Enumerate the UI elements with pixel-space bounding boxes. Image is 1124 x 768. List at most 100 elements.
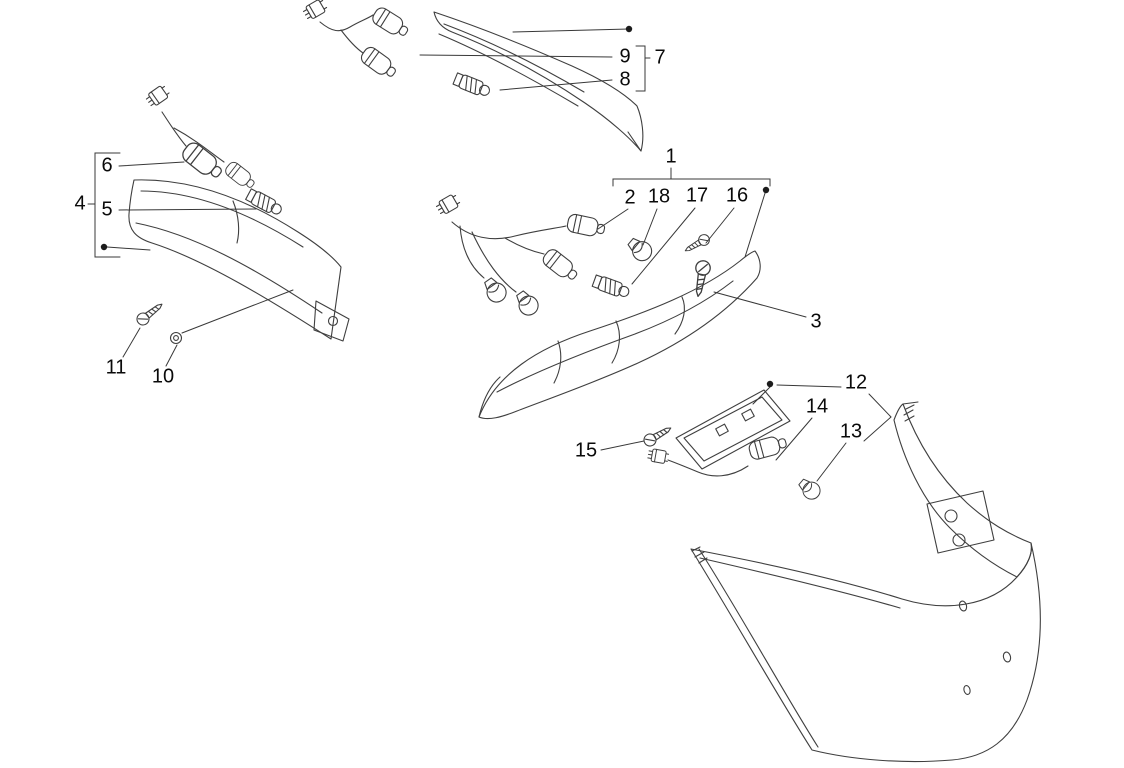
lens-line: [478, 376, 501, 418]
rear-fender: [690, 401, 1041, 763]
top-light-bar-assembly: [301, 0, 644, 152]
lamp-lens: [128, 179, 342, 340]
leader-line: [499, 79, 613, 91]
left-light-assembly: [128, 83, 350, 345]
wire-connector-icon: [301, 0, 329, 22]
screw-icon: [641, 422, 675, 449]
fender-arm: [893, 403, 1032, 578]
callout-1: 1: [665, 145, 677, 168]
lens-line: [140, 190, 304, 248]
leader-line: [419, 54, 613, 58]
callout-15: 15: [574, 439, 598, 462]
leader-line: [752, 386, 771, 405]
callout-leaders: [87, 25, 892, 482]
screw-icon: [682, 232, 712, 256]
callout-4: 4: [74, 192, 86, 215]
screw-icon: [690, 258, 713, 299]
fender-line: [699, 557, 901, 609]
wire: [471, 231, 517, 293]
callout-6: 6: [101, 154, 113, 177]
fender-arm-cap: [902, 401, 919, 405]
lens-line: [135, 222, 323, 314]
leader-dot: [100, 243, 108, 251]
screw-bulb-icon: [591, 273, 632, 301]
bulb-icon: [369, 4, 412, 41]
license-light-bracket-assembly: [641, 389, 825, 504]
group-bracket: [94, 152, 121, 258]
mount-hole: [327, 315, 339, 327]
lens-line: [443, 23, 585, 93]
callout-8: 8: [619, 68, 631, 91]
mount-hole: [944, 509, 958, 523]
callout-13: 13: [839, 420, 863, 443]
bracket-plate: [675, 389, 791, 470]
mount-tab: [313, 300, 350, 342]
screw-icon: [134, 298, 167, 328]
leader-line: [816, 442, 847, 482]
bulb-icon: [795, 474, 825, 504]
plate-hole: [741, 408, 755, 422]
leader-line: [600, 440, 645, 451]
leader-line: [118, 208, 257, 211]
washer-icon: [169, 331, 183, 345]
mount-plate: [926, 490, 995, 554]
leader-dot: [625, 25, 633, 33]
bulb-holder-icon: [747, 433, 789, 462]
wire: [340, 29, 364, 54]
leader-line: [512, 28, 630, 33]
callout-2: 2: [624, 186, 636, 209]
leader-line: [744, 189, 767, 258]
fender-body: [690, 542, 1041, 763]
hatch-lines: [691, 546, 708, 564]
fender-hole: [1002, 651, 1012, 663]
leader-line: [642, 208, 658, 246]
lens-line: [496, 280, 734, 393]
leader-line: [181, 289, 294, 334]
group-bracket: [863, 393, 892, 442]
leader-line: [165, 344, 178, 367]
leader-line: [775, 417, 813, 461]
wire: [667, 459, 749, 477]
hatch-lines: [903, 404, 915, 422]
bulb-icon: [623, 233, 657, 266]
plate-hole: [715, 423, 729, 437]
leader-line: [631, 207, 696, 285]
fender-line: [698, 548, 819, 748]
wire: [173, 127, 225, 163]
callout-18: 18: [647, 185, 671, 208]
bulb-icon: [511, 287, 543, 320]
wire: [319, 14, 374, 32]
center-tail-lamp-assembly: [434, 192, 761, 420]
lens-line: [553, 340, 562, 384]
callout-12: 12: [844, 371, 868, 394]
leader-dot: [762, 186, 770, 194]
bulb-icon: [479, 274, 511, 307]
mount-hole: [952, 533, 966, 547]
leader-dot: [766, 380, 774, 388]
callout-14: 14: [805, 395, 829, 418]
wire-connector-icon: [646, 447, 670, 465]
bracket-plate-inner: [683, 396, 783, 462]
leader-line: [122, 327, 141, 358]
lens-line: [627, 131, 642, 152]
leader-line: [106, 246, 151, 251]
bulb-icon: [222, 159, 258, 192]
group-bracket: [612, 178, 771, 187]
lens-line: [674, 296, 685, 335]
screw-bulb-icon: [452, 71, 493, 100]
wire: [451, 221, 567, 240]
leader-line: [713, 291, 807, 318]
wire-connector-icon: [144, 83, 172, 109]
callout-3: 3: [810, 310, 822, 333]
wire: [504, 237, 545, 255]
group-bracket: [635, 45, 646, 92]
callout-7: 7: [654, 46, 666, 69]
callout-17: 17: [685, 184, 709, 207]
callout-16: 16: [725, 184, 749, 207]
fender-hole: [963, 685, 971, 695]
leader-line: [118, 161, 185, 167]
leader-line: [705, 207, 735, 244]
bulb-icon: [565, 212, 607, 240]
